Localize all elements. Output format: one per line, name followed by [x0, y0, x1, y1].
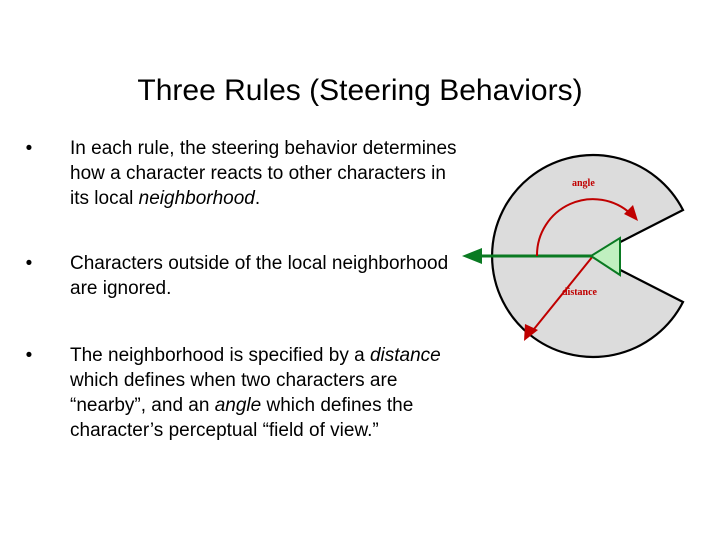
neighborhood-diagram: angle distance	[452, 138, 702, 368]
bullet-2-text: Characters outside of the local neighbor…	[70, 251, 466, 301]
list-item: • Characters outside of the local neighb…	[14, 251, 466, 301]
distance-label: distance	[562, 287, 598, 298]
bullet-2-part-1: Characters outside of the local neighbor…	[70, 253, 449, 299]
page-title: Three Rules (Steering Behaviors)	[137, 74, 583, 108]
bullet-3-part-4-italic: angle	[214, 395, 262, 416]
distance-annotation: distance	[524, 255, 598, 341]
bullet-marker-icon: •	[25, 345, 33, 366]
bullet-marker-icon: •	[25, 253, 33, 274]
bullet-1-text: In each rule, the steering behavior dete…	[70, 136, 466, 211]
character-triangle-icon	[589, 236, 621, 277]
angle-label: angle	[572, 178, 595, 189]
bullet-list: • In each rule, the steering behavior de…	[14, 136, 466, 443]
heading-arrow-icon	[462, 248, 592, 264]
bullet-3-part-1: The neighborhood is specified by a	[70, 345, 370, 366]
bullet-marker-icon: •	[25, 138, 33, 159]
bullet-3-part-3: which defines when two characters are “n…	[70, 370, 398, 416]
bullet-1-part-2-italic: neighborhood	[138, 188, 255, 209]
bullet-3-part-5: which defines the character’s perceptual…	[70, 395, 414, 441]
bullet-3-text: The neighborhood is specified by a dista…	[70, 343, 466, 443]
list-item: • In each rule, the steering behavior de…	[14, 136, 466, 211]
list-item: • The neighborhood is specified by a dis…	[14, 343, 466, 443]
bullet-1-part-1: In each rule, the steering behavior dete…	[70, 138, 457, 209]
bullet-3-part-2-italic: distance	[369, 345, 441, 366]
bullet-1-part-3: .	[254, 188, 261, 209]
angle-annotation: angle	[535, 178, 638, 257]
